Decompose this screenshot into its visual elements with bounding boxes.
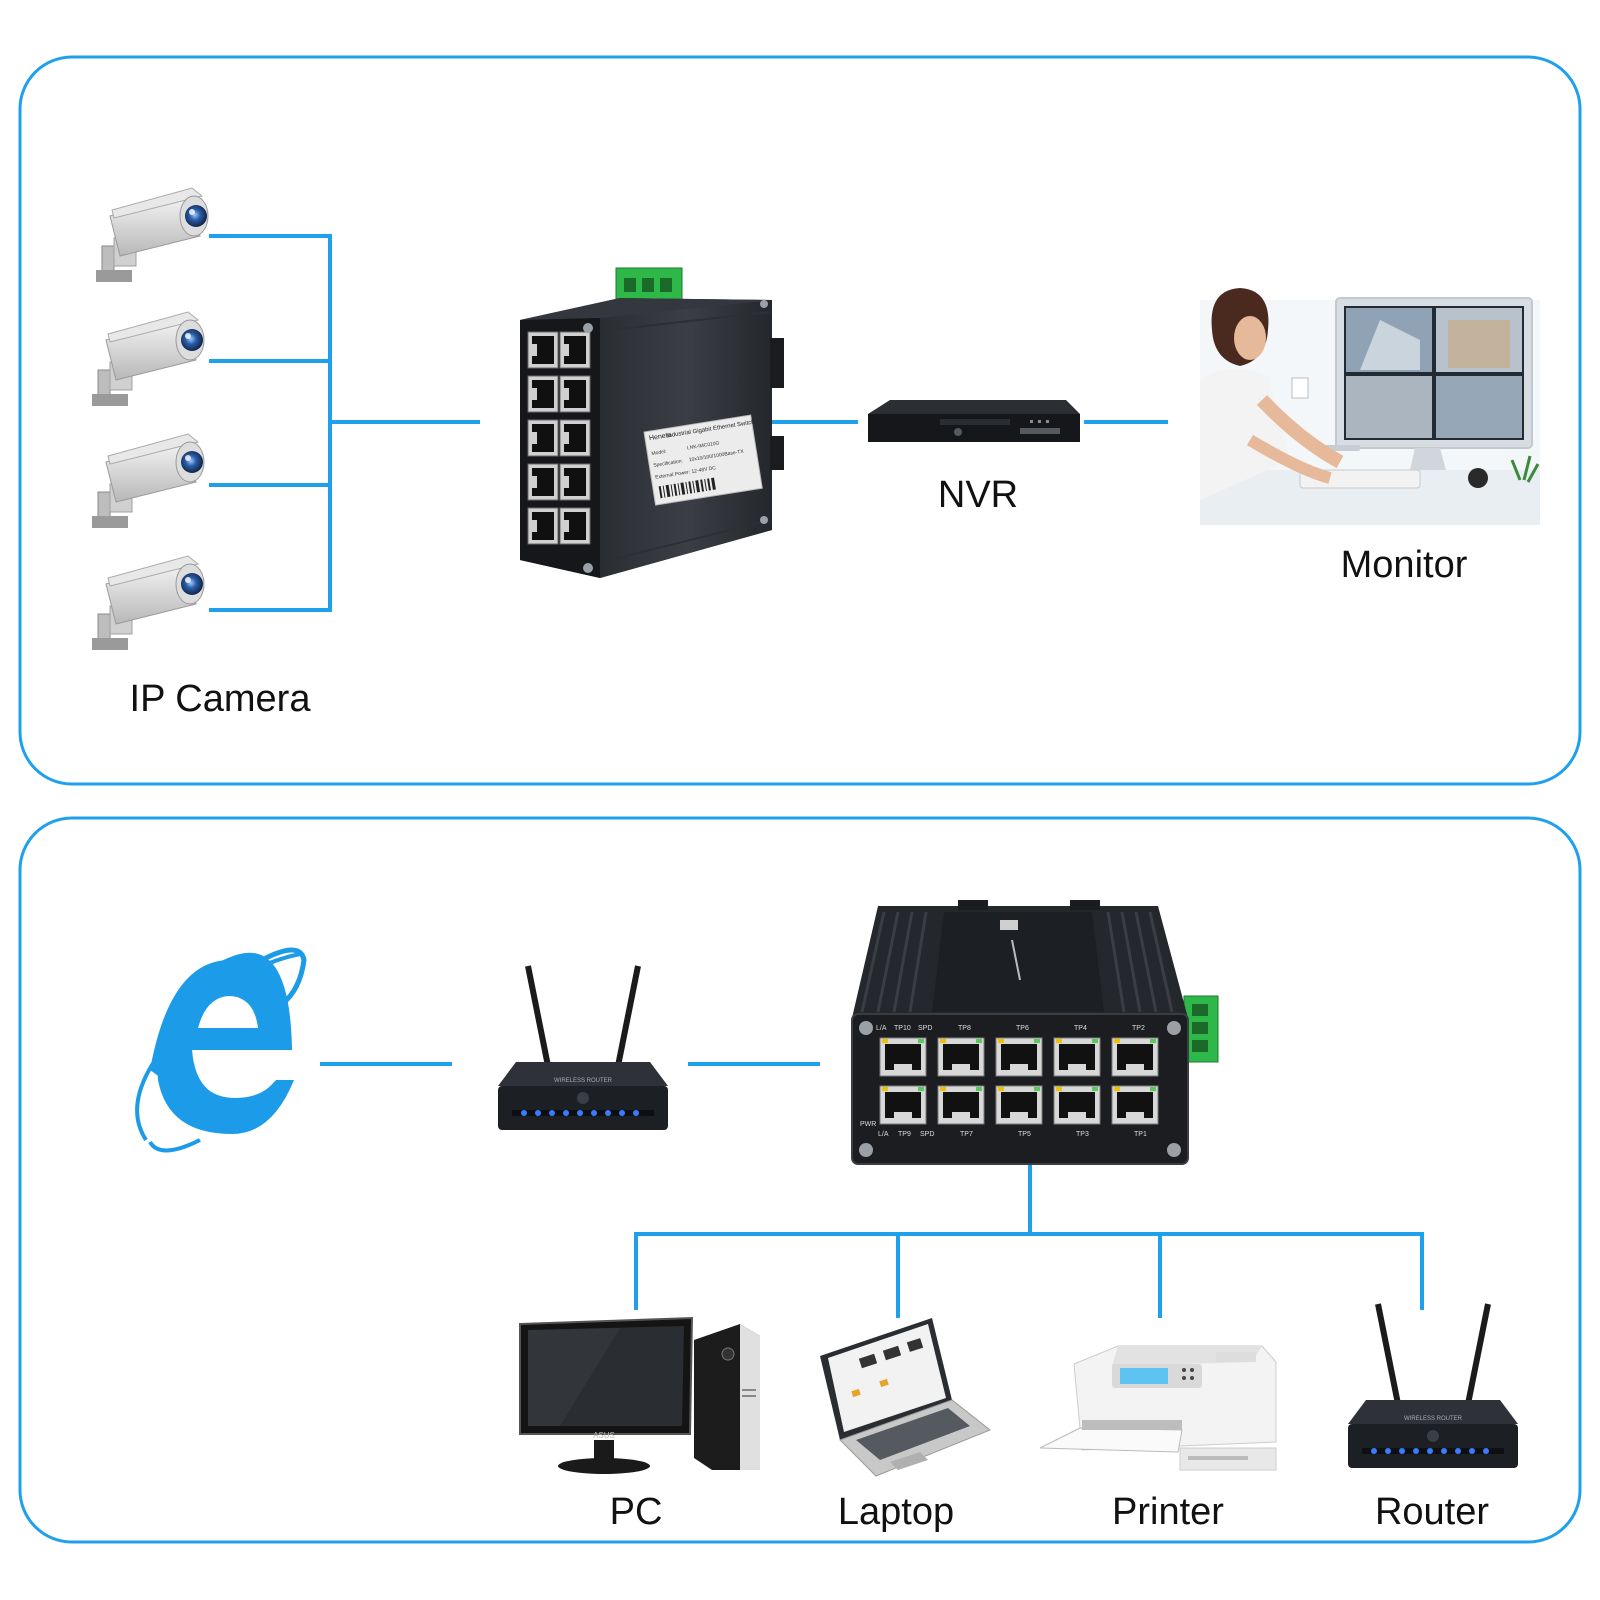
port-label-tp5: TP5 [1018,1131,1031,1138]
laptop-label: Laptop [838,1491,954,1533]
pc-icon: ASUS [519,1316,760,1474]
ip-camera-label: IP Camera [130,678,312,720]
router-label: Router [1375,1491,1489,1533]
port-label-tp6: TP6 [1016,1025,1029,1032]
port-label-tp1: TP1 [1134,1131,1147,1138]
switch-top-label-model-value: LNK-IMC010G [687,440,720,451]
barcode [658,477,716,499]
port-label-tp3: TP3 [1076,1131,1089,1138]
switch-top-label-spec-key: Specification: [653,458,683,469]
nvr-label: NVR [938,474,1018,516]
pc-label: PC [610,1491,663,1533]
port-label-la-bottom: L/A [878,1131,889,1138]
port-label-pwr: PWR [860,1121,876,1128]
laptop-icon [820,1318,991,1477]
port-label-tp7: TP7 [960,1131,973,1138]
internet-icon [135,947,307,1153]
monitor-label: Monitor [1341,544,1468,586]
industrial-switch-top: Heneta Industrial Gigabit Ethernet Switc… [520,267,784,578]
router-middle-brand-text: WIRELESS ROUTER [554,1078,613,1084]
port-label-tp2: TP2 [1132,1025,1145,1032]
router-icon: WIRELESS ROUTER [1348,1304,1518,1468]
port-label-tp9: TP9 [898,1131,911,1138]
router-device-brand-text: WIRELESS ROUTER [1404,1416,1463,1422]
port-label-la-top: L/A [876,1025,887,1032]
printer-label: Printer [1112,1491,1224,1533]
port-label-tp10: TP10 [894,1025,911,1032]
printer-icon [1039,1345,1277,1471]
bottom-panel [18,816,1582,1544]
port-label-tp4: TP4 [1074,1025,1087,1032]
bottom-wiring [320,1062,1424,1318]
camera-wiring [209,234,1168,612]
nvr-device [868,400,1080,442]
port-label-spd-top: SPD [918,1025,932,1032]
monitor-workstation [1200,288,1540,525]
switch-top-label: Heneta Industrial Gigabit Ethernet Switc… [643,414,763,506]
wireless-router-middle: WIRELESS ROUTER [498,966,668,1130]
switch-top-label-model-key: Model: [651,449,667,457]
switch-top-label-brand: Heneta [649,432,672,442]
port-label-spd-bottom: SPD [920,1131,934,1138]
pc-monitor-brand: ASUS [593,1431,615,1440]
port-label-tp8: TP8 [958,1025,971,1032]
industrial-switch-bottom: L/A TP10 SPD TP8 TP6 TP4 TP2 PWR L/A TP9… [851,900,1219,1165]
